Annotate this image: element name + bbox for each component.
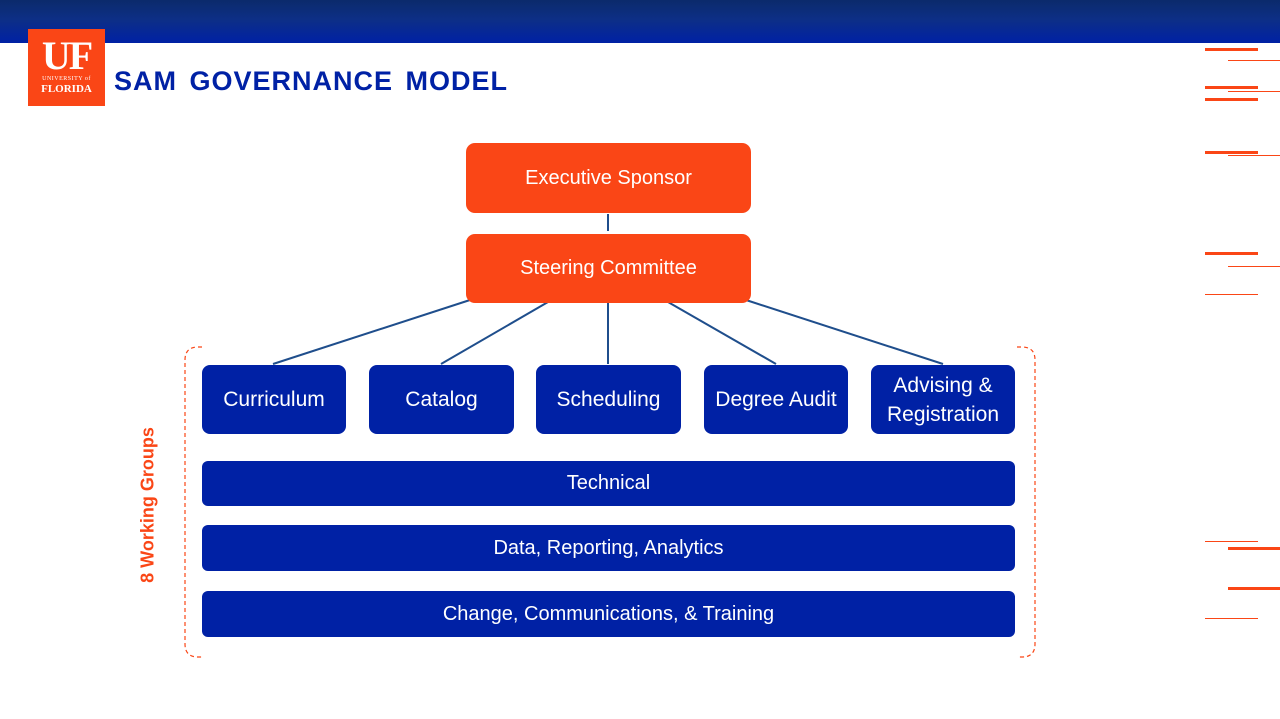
group-degree-audit: Degree Audit [704, 365, 848, 434]
logo-florida: FLORIDA [41, 83, 92, 95]
slide-title: SAM GOVERNANCE MODEL [114, 66, 509, 96]
group-curriculum: Curriculum [202, 365, 346, 434]
steering-to-curriculum-line [272, 299, 471, 365]
uf-logo: UF UNIVERSITY of FLORIDA [28, 29, 105, 106]
working-groups-label: 8 Working Groups [137, 427, 158, 583]
steering-committee-box: Steering Committee [466, 234, 751, 303]
steering-to-degree-audit-line [667, 301, 777, 365]
executive-sponsor-box: Executive Sponsor [466, 143, 751, 213]
steering-to-advising-line [745, 299, 944, 365]
group-bracket-right [1017, 346, 1036, 658]
bar-change-communications: Change, Communications, & Training [202, 591, 1015, 637]
group-bracket-left [184, 346, 202, 658]
group-scheduling: Scheduling [536, 365, 681, 434]
group-advising-registration: Advising & Registration [871, 365, 1015, 434]
bar-data-reporting: Data, Reporting, Analytics [202, 525, 1015, 571]
logo-initials: UF [41, 33, 93, 78]
steering-to-catalog-line [440, 301, 549, 365]
group-catalog: Catalog [369, 365, 514, 434]
logo-university: UNIVERSITY of [42, 76, 91, 82]
bar-technical: Technical [202, 461, 1015, 506]
top-banner [0, 0, 1280, 43]
